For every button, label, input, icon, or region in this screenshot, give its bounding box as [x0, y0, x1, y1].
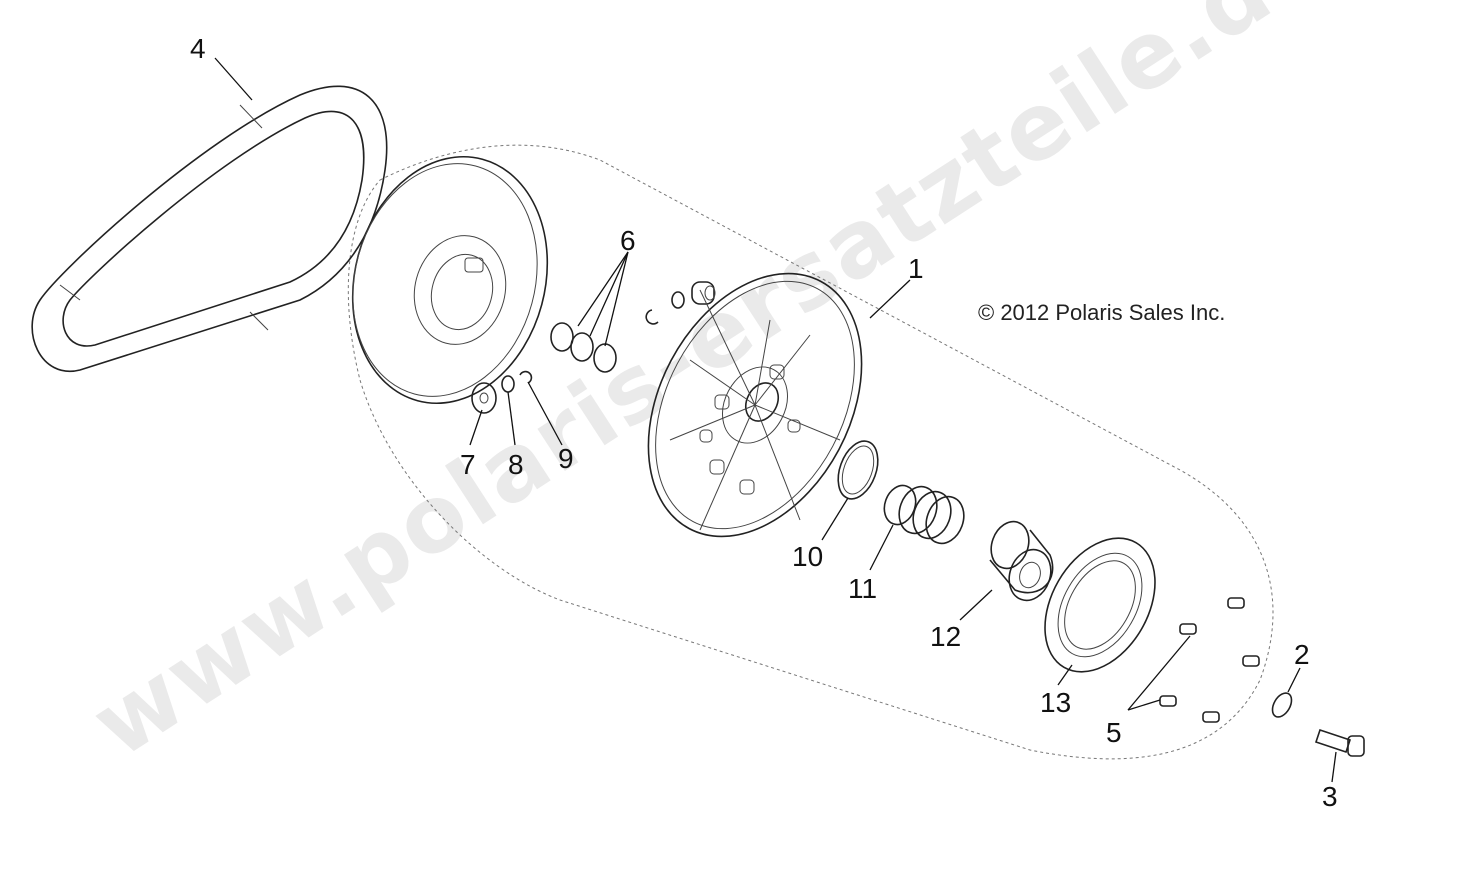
callout-3: 3: [1322, 781, 1338, 812]
clutch-cover-outline: [347, 144, 1274, 760]
callout-11: 11: [848, 573, 877, 604]
cover-bolts: [1159, 597, 1260, 723]
copyright-notice: © 2012 Polaris Sales Inc.: [978, 300, 1225, 325]
callout-9: 9: [558, 443, 574, 474]
callout-10: 10: [792, 541, 823, 572]
callout-4: 4: [190, 33, 206, 64]
callout-7: 7: [460, 449, 476, 480]
rollers-and-clips: [471, 281, 716, 414]
callout-6: 6: [620, 225, 636, 256]
fixed-sheave: [351, 155, 549, 405]
callout-12: 12: [930, 621, 961, 652]
callout-1: 1: [908, 253, 924, 284]
callout-8: 8: [508, 449, 524, 480]
o-ring: [837, 440, 879, 500]
spring: [883, 484, 965, 545]
moveable-sheave: [647, 272, 863, 538]
callout-13: 13: [1040, 687, 1071, 718]
retaining-bolt: [1314, 728, 1365, 757]
callout-2: 2: [1294, 639, 1310, 670]
callout-5: 5: [1106, 717, 1122, 748]
watermark-text: www.polaris-ersatzteile.de: [74, 0, 1345, 778]
cover-gasket: [1044, 537, 1156, 673]
washer: [1271, 692, 1293, 718]
spring-cup: [989, 520, 1054, 602]
drive-belt: [31, 85, 388, 373]
leader-lines: [214, 57, 1337, 783]
